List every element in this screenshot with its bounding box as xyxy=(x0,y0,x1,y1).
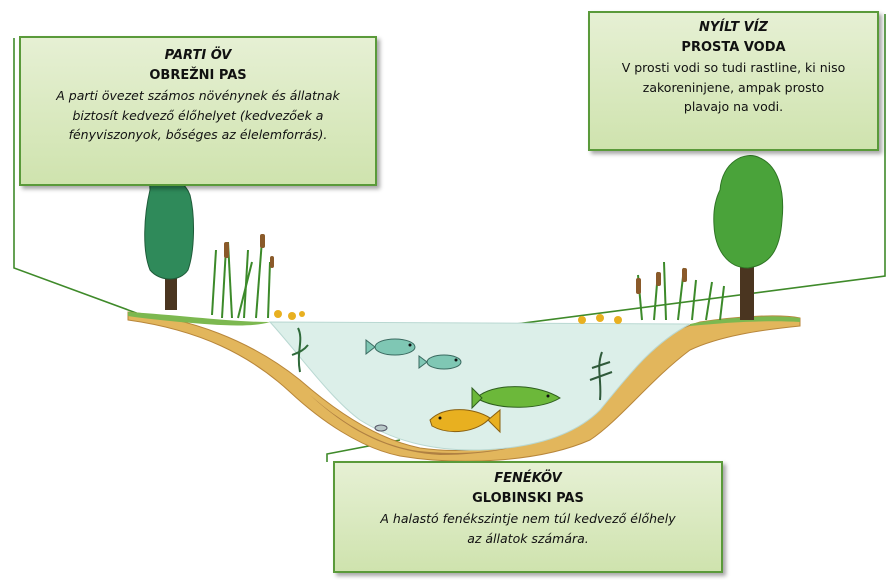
shore-zone-title-hu: PARTI ÖV xyxy=(164,48,232,63)
tree-left xyxy=(144,175,195,310)
tree-right xyxy=(713,155,784,320)
open-water-title-sl: PROSTA VODA xyxy=(681,40,786,55)
shore-zone-box: PARTI ÖV OBREŽNI PAS A parti övezet szám… xyxy=(19,36,377,186)
shore-zone-desc-line-3: fényviszonyok, bőséges az élelemforrás). xyxy=(68,127,328,142)
underwater-plant-left xyxy=(291,327,309,373)
fish-pike xyxy=(471,386,561,410)
bottom-zone-desc-line-1: A halastó fenékszintje nem túl kedvező é… xyxy=(380,511,676,526)
open-water-desc-line-2: zakoreninjene, ampak prosto xyxy=(642,79,825,95)
bottom-zone-desc-line-2: az állatok számára. xyxy=(467,530,589,546)
open-water-box: NYÍLT VÍZ PROSTA VODA V prosti vodi so t… xyxy=(588,11,879,151)
shore-zone-desc-line-2: biztosít kedvező élőhelyet (kedvezőek a xyxy=(72,107,324,123)
bottom-zone-box: FENÉKÖV GLOBINSKI PAS A halastó fenékszi… xyxy=(333,461,723,573)
shore-zone-desc-line-1: A parti övezet számos növénynek és állat… xyxy=(56,88,340,103)
shore-grass-left xyxy=(128,312,270,326)
leader-line-shore xyxy=(13,38,151,319)
fish-teal-1 xyxy=(365,338,416,356)
open-water-desc-line-1: V prosti vodi so tudi rastline, ki niso xyxy=(621,60,846,75)
water-lilies-left xyxy=(274,310,305,320)
fish-teal-2 xyxy=(418,354,462,370)
cattails-right xyxy=(636,268,687,294)
open-water-desc-line-3: plavajo na vodi. xyxy=(683,99,784,114)
reeds-right xyxy=(637,261,725,321)
shore-grass-right xyxy=(690,316,800,326)
open-water-title-hu: NYÍLT VÍZ xyxy=(699,20,768,35)
pond-water xyxy=(268,321,691,451)
reeds-left xyxy=(211,239,271,319)
bottom-zone-title-hu: FENÉKÖV xyxy=(494,471,562,486)
fish-carp xyxy=(429,408,501,434)
cattails-left xyxy=(224,234,274,268)
shore-zone-title-sl: OBREŽNI PAS xyxy=(149,68,247,83)
snail xyxy=(374,424,388,432)
underwater-plant-right xyxy=(589,351,613,401)
bottom-zone-title-sl: GLOBINSKI PAS xyxy=(472,491,584,506)
leader-line-open-water xyxy=(454,14,886,333)
water-lilies-right xyxy=(578,314,622,324)
